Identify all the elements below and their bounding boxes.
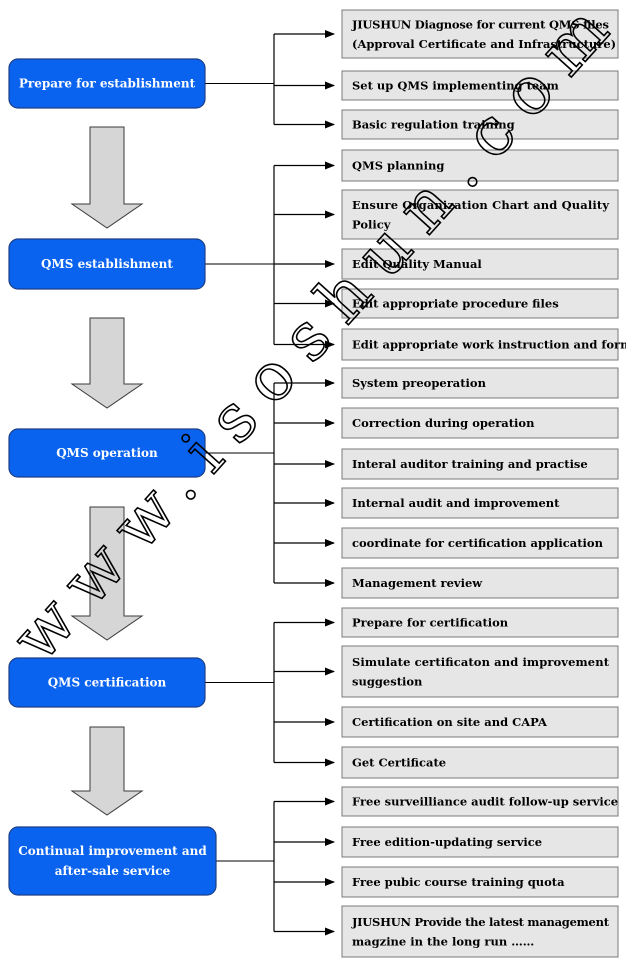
task-box: Certification on site and CAPA — [341, 706, 619, 738]
task-box: QMS planning — [341, 149, 619, 182]
stage-down-arrow-1 — [70, 126, 144, 229]
task-box-bg — [341, 706, 619, 738]
task-box: JIUSHUN Provide the latest management mag… — [341, 905, 619, 958]
task-box-bg — [341, 189, 619, 240]
task-label: Interal auditor training and practise — [352, 457, 588, 471]
task-box: Get Certificate — [341, 746, 619, 779]
task-label: Free edition-updating service — [352, 835, 542, 849]
task-label: System preoperation — [352, 376, 487, 390]
task-box: Edit appropriate procedure files — [341, 288, 619, 319]
task-label: Edit appropriate work instruction and fo… — [352, 338, 626, 352]
task-box-bg — [341, 567, 619, 599]
task-box-bg — [341, 487, 619, 519]
stage-box: Continual improvement and after-sale serv… — [8, 826, 217, 896]
task-label: Ensure Organization Chart and Quality — [352, 198, 609, 212]
task-box-bg — [341, 9, 619, 59]
task-box-bg — [341, 786, 619, 817]
task-box: Interal auditor training and practise — [341, 448, 619, 480]
task-label: Management review — [352, 576, 483, 590]
task-box: Correction during operation — [341, 407, 619, 439]
task-box: Free edition-updating service — [341, 826, 619, 858]
task-label: suggestion — [352, 674, 423, 688]
task-box-bg — [341, 367, 619, 399]
task-box-bg — [341, 527, 619, 559]
task-layer: JIUSHUN Diagnose for current QMS files (A… — [341, 9, 626, 958]
task-box-bg — [341, 826, 619, 858]
task-label: (Approval Certificate and Infrastructure… — [352, 37, 616, 51]
task-label: Edit appropriate procedure files — [352, 297, 559, 311]
task-box-bg — [341, 407, 619, 439]
task-label: Simulate certificaton and improvement — [352, 655, 610, 669]
task-box-bg — [341, 448, 619, 480]
task-label: Set up QMS implementing team — [352, 79, 559, 93]
stage-down-arrow-2 — [70, 317, 144, 409]
task-box: Simulate certificaton and improvement sug… — [341, 645, 619, 698]
task-label: Policy — [352, 217, 391, 231]
task-box: Internal audit and improvement — [341, 487, 619, 519]
task-box-bg — [341, 866, 619, 898]
task-box: Edit Quality Manual — [341, 248, 619, 280]
stage-box-bg — [8, 657, 206, 708]
stage-label: after-sale service — [55, 864, 171, 878]
task-box-bg — [341, 905, 619, 958]
task-label: Edit Quality Manual — [352, 257, 482, 271]
connector-layer — [205, 30, 335, 936]
stage-label: QMS operation — [56, 446, 158, 460]
stage-box-bg — [8, 428, 206, 478]
task-box-bg — [341, 746, 619, 779]
task-label: Certification on site and CAPA — [352, 715, 548, 729]
task-label: JIUSHUN Diagnose for current QMS files — [351, 17, 609, 31]
task-box: Prepare for certification — [341, 607, 619, 638]
task-box-bg — [341, 645, 619, 698]
task-label: coordinate for certification application — [352, 536, 604, 550]
task-label: Correction during operation — [352, 416, 535, 430]
task-box-bg — [341, 70, 619, 101]
stage-label: QMS establishment — [41, 257, 173, 271]
task-box: Ensure Organization Chart and QualityPol… — [341, 189, 619, 240]
task-box: Set up QMS implementing team — [341, 70, 619, 101]
task-box: Free surveilliance audit follow-up servi… — [341, 786, 619, 817]
task-label: Prepare for certification — [352, 616, 509, 630]
task-label: Get Certificate — [352, 756, 446, 770]
stage-label: Prepare for establishment — [19, 77, 196, 91]
stage-box-bg — [8, 826, 217, 896]
stage-box: QMS operation — [8, 428, 206, 478]
task-label: Free pubic course training quota — [352, 875, 565, 889]
stage-box: QMS certification — [8, 657, 206, 708]
task-box-bg — [341, 607, 619, 638]
task-label: QMS planning — [352, 159, 444, 173]
stage-down-arrow-4 — [70, 726, 144, 816]
stage-label: QMS certification — [48, 676, 167, 690]
task-box-bg — [341, 328, 619, 361]
task-box: JIUSHUN Diagnose for current QMS files (A… — [341, 9, 619, 59]
stage-down-arrow-3 — [70, 506, 144, 641]
stage-box-bg — [8, 238, 206, 290]
task-box-bg — [341, 248, 619, 280]
stage-label: Continual improvement and — [18, 844, 207, 858]
task-box: Basic regulation training — [341, 109, 619, 140]
task-box: System preoperation — [341, 367, 619, 399]
task-box: Management review — [341, 567, 619, 599]
stage-box-bg — [8, 58, 206, 109]
task-label: Internal audit and improvement — [352, 496, 560, 510]
task-box-bg — [341, 149, 619, 182]
task-label: Free surveilliance audit follow-up servi… — [352, 795, 618, 809]
stage-box: Prepare for establishment — [8, 58, 206, 109]
stage-arrow-layer — [70, 126, 144, 816]
task-box-bg — [341, 109, 619, 140]
task-label: JIUSHUN Provide the latest management — [351, 915, 610, 929]
task-label: magzine in the long run …… — [352, 934, 534, 948]
task-box: coordinate for certification application — [341, 527, 619, 559]
task-box-bg — [341, 288, 619, 319]
task-box: Edit appropriate work instruction and fo… — [341, 328, 626, 361]
stage-box: QMS establishment — [8, 238, 206, 290]
task-label: Basic regulation training — [352, 118, 515, 132]
task-box: Free pubic course training quota — [341, 866, 619, 898]
